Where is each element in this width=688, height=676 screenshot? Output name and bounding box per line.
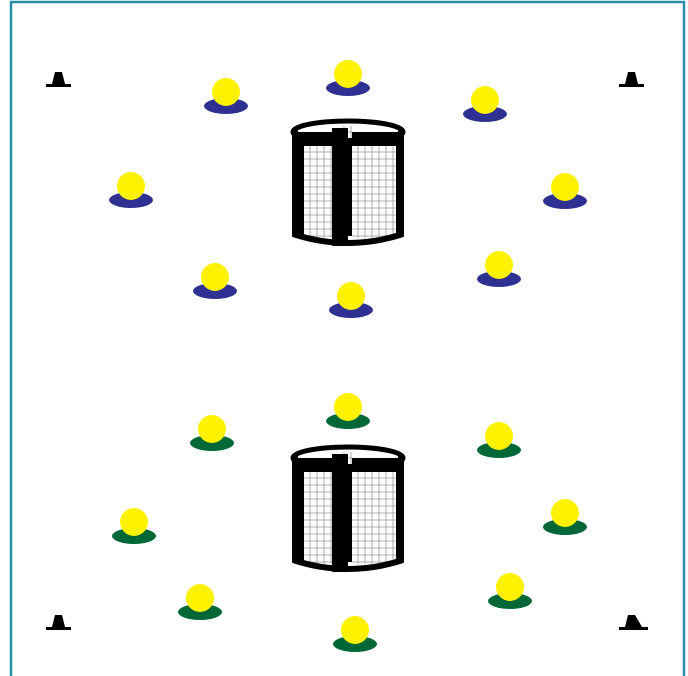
ball [120,508,148,536]
goal-net [352,472,396,564]
ball [471,86,499,114]
team-a-players [109,60,587,318]
team-b-players [112,393,587,652]
ball [334,60,362,88]
player-marker-icon [543,499,587,535]
ball [485,251,513,279]
player-marker-icon [178,584,222,620]
ball [496,573,524,601]
cylindrical-goal-icon [290,444,406,572]
goal-post [332,454,348,572]
player-marker-icon [477,422,521,458]
ball [201,263,229,291]
ball [334,393,362,421]
player-marker-icon [329,282,373,318]
ball [186,584,214,612]
goal-net [352,146,396,238]
ball [485,422,513,450]
cone-icon [619,72,644,87]
ball [212,78,240,106]
player-marker-icon [477,251,521,287]
goal-bottom [290,444,406,572]
cone-icon [46,72,71,87]
player-marker-icon [112,508,156,544]
cone-icon [619,615,648,630]
player-marker-icon [190,415,234,451]
player-marker-icon [326,60,370,96]
cones [46,72,648,630]
player-marker-icon [333,616,377,652]
player-marker-icon [326,393,370,429]
ball [198,415,226,443]
ball [551,173,579,201]
player-marker-icon [109,172,153,208]
goal-post [332,128,348,246]
ball [551,499,579,527]
ball [337,282,365,310]
player-marker-icon [204,78,248,114]
field-boundary [9,0,686,676]
player-marker-icon [543,173,587,209]
goal-top [290,118,406,246]
player-marker-icon [488,573,532,609]
ball [341,616,369,644]
cylindrical-goal-icon [290,118,406,246]
player-marker-icon [193,263,237,299]
player-marker-icon [463,86,507,122]
ball [117,172,145,200]
cone-icon [46,615,71,630]
